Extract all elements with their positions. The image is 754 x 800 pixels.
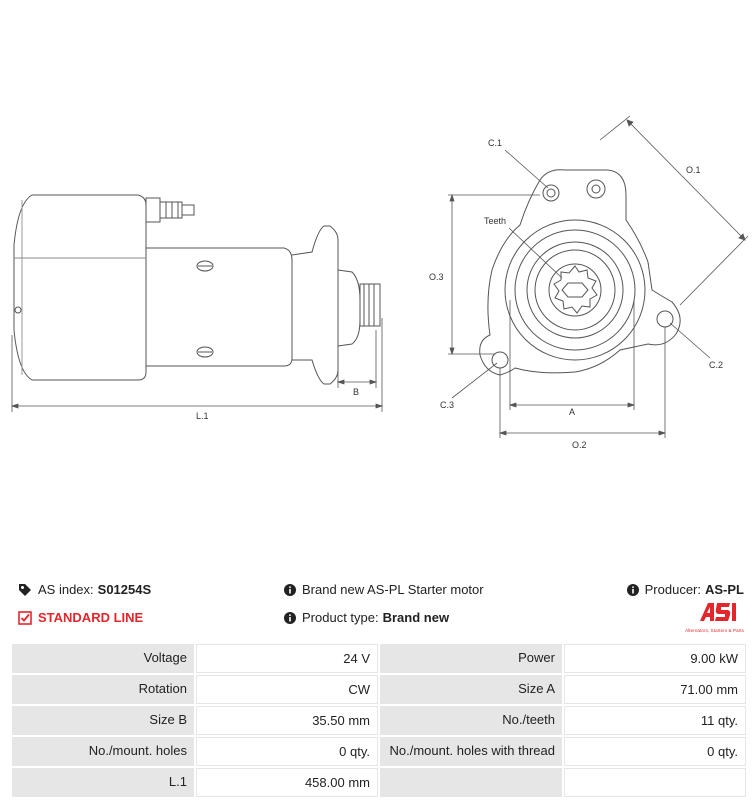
producer-value: AS-PL — [705, 582, 744, 597]
dim-label-l1: L.1 — [196, 411, 209, 421]
dim-label-a: A — [569, 407, 575, 417]
checkbox-checked-icon — [18, 610, 32, 625]
spec-key: No./mount. holes — [12, 737, 194, 766]
technical-drawing: L.1 B — [10, 115, 749, 450]
info-icon — [626, 583, 639, 596]
product-type-label: Product type: — [302, 610, 379, 625]
dim-label-o2: O.2 — [572, 440, 587, 450]
spec-value: 24 V — [196, 644, 378, 673]
spec-key: No./teeth — [380, 706, 562, 735]
spec-value: 9.00 kW — [564, 644, 746, 673]
description-text: Brand new AS-PL Starter motor — [302, 582, 484, 597]
spec-value: 35.50 mm — [196, 706, 378, 735]
dim-label-b: B — [353, 387, 359, 397]
spec-value: 11 qty. — [564, 706, 746, 735]
as-index: AS index: S01254S — [18, 582, 151, 597]
side-view — [13, 194, 381, 385]
table-row: No./mount. holes 0 qty. No./mount. holes… — [12, 737, 746, 766]
front-view — [479, 169, 681, 376]
spec-key: Power — [380, 644, 562, 673]
spec-key: Size A — [380, 675, 562, 704]
tag-icon — [18, 583, 32, 597]
as-index-label: AS index: — [38, 582, 94, 597]
front-view-dimensions — [448, 115, 749, 438]
standard-line-badge: STANDARD LINE — [18, 610, 143, 625]
table-row: Voltage 24 V Power 9.00 kW — [12, 644, 746, 673]
info-icon — [284, 611, 296, 624]
spec-value: 71.00 mm — [564, 675, 746, 704]
spec-value: 458.00 mm — [196, 768, 378, 797]
logo-tagline: Alternators, Starters & Parts — [685, 628, 744, 633]
spec-key: L.1 — [12, 768, 194, 797]
as-index-value: S01254S — [97, 582, 152, 597]
spec-key: No./mount. holes with thread — [380, 737, 562, 766]
spec-key-empty — [380, 768, 562, 797]
specs-table: Voltage 24 V Power 9.00 kW Rotation CW S… — [10, 642, 748, 799]
dim-label-c2: C.2 — [709, 360, 723, 370]
standard-line-text: STANDARD LINE — [38, 610, 144, 625]
dim-label-teeth: Teeth — [484, 216, 506, 226]
as-pl-logo: Alternators, Starters & Parts — [668, 602, 744, 633]
table-row: L.1 458.00 mm — [12, 768, 746, 797]
product-type-value: Brand new — [382, 610, 450, 625]
dim-label-o3: O.3 — [429, 272, 444, 282]
producer: Producer: AS-PL — [626, 582, 744, 597]
spec-value: CW — [196, 675, 378, 704]
spec-value-empty — [564, 768, 746, 797]
spec-value: 0 qty. — [564, 737, 746, 766]
product-description: Brand new AS-PL Starter motor — [284, 582, 484, 597]
spec-key: Voltage — [12, 644, 194, 673]
info-icon — [284, 583, 296, 596]
spec-value: 0 qty. — [196, 737, 378, 766]
as-logo-mark — [700, 603, 736, 621]
dim-label-c1: C.1 — [488, 138, 502, 148]
spec-key: Size B — [12, 706, 194, 735]
product-type: Product type: Brand new — [284, 610, 449, 625]
producer-label: Producer: — [644, 582, 701, 597]
table-row: Rotation CW Size A 71.00 mm — [12, 675, 746, 704]
table-row: Size B 35.50 mm No./teeth 11 qty. — [12, 706, 746, 735]
spec-key: Rotation — [12, 675, 194, 704]
dim-label-c3: C.3 — [440, 400, 454, 410]
dim-label-o1: O.1 — [686, 165, 701, 175]
product-info: AS index: S01254S Brand new AS-PL Starte… — [0, 575, 754, 635]
side-view-dimensions — [10, 318, 384, 412]
